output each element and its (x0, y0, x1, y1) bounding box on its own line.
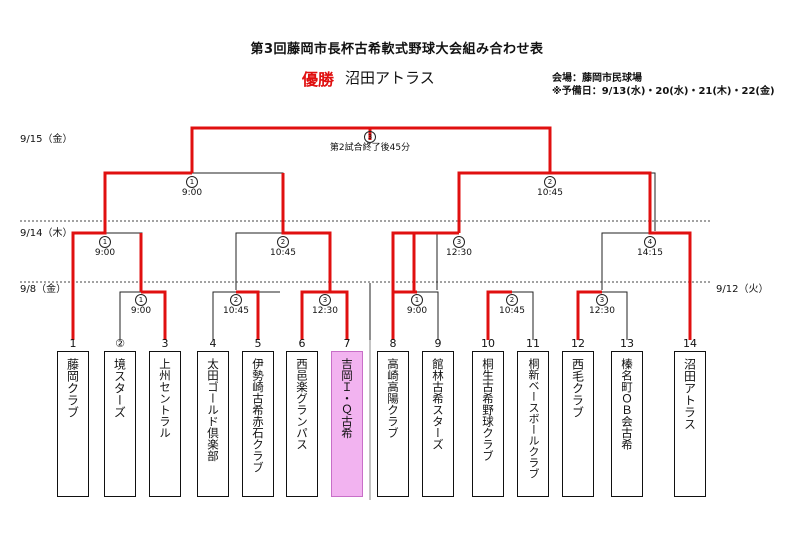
team-number: ② (115, 337, 125, 350)
team-box: 西毛クラブ (562, 351, 594, 497)
team-name: 桐新ベースボールクラブ (527, 358, 540, 479)
team-box: 榛名町ＯＢ会古希 (611, 351, 643, 497)
match-number: 3 (453, 236, 465, 248)
match-note: 第2試合終了後45分 (329, 143, 411, 153)
venue-line: 会場：藤岡市民球場 (552, 73, 642, 84)
match-time: 12:30 (589, 306, 615, 316)
match-semi-left: 1 9:00 (162, 176, 222, 199)
date-sep14: 9/14（木） (20, 228, 73, 239)
match-time: 10:45 (270, 248, 296, 258)
match-number: 2 (506, 294, 518, 306)
team-name: 上州セントラル (158, 358, 172, 439)
team-number: 4 (209, 337, 217, 350)
match-r1-1: 1 9:00 (111, 294, 171, 317)
match-number: 3 (319, 294, 331, 306)
match-time: 10:45 (537, 188, 563, 198)
match-qf-1: 1 9:00 (75, 236, 135, 259)
team-number: 1 (69, 337, 77, 350)
match-r1-4: 1 9:00 (387, 294, 447, 317)
team-box: 太田ゴールド倶楽部 (197, 351, 229, 497)
team-number: 7 (343, 337, 351, 350)
match-time: 14:15 (637, 248, 663, 258)
match-qf-3: 3 12:30 (429, 236, 489, 259)
team-name: 伊勢崎古希赤石クラブ (251, 358, 265, 473)
match-time: 9:00 (94, 248, 116, 258)
match-number: 2 (277, 236, 289, 248)
team-number: 3 (161, 337, 169, 350)
match-number: 2 (230, 294, 242, 306)
reserve-days-line: ※予備日：9/13(水)・20(水)・21(木)・22(金) (552, 86, 775, 97)
team-number: 9 (434, 337, 442, 350)
team-name: 西邑楽グランパス (295, 358, 309, 450)
team-name: 西毛クラブ (570, 358, 585, 418)
team-box: 館林古希スターズ (422, 351, 454, 497)
date-sep15: 9/15（金） (20, 134, 73, 145)
match-time: 9:00 (130, 306, 152, 316)
team-box-highlighted: 吉岡Ｉ・Ｑ古希 (331, 351, 363, 497)
team-name: 高崎高陽クラブ (386, 358, 400, 439)
match-time: 9:00 (406, 306, 428, 316)
team-number: 8 (389, 337, 397, 350)
team-number: 14 (683, 337, 697, 350)
team-number: 5 (254, 337, 262, 350)
match-qf-2: 2 10:45 (253, 236, 313, 259)
team-box: 西邑楽グランパス (286, 351, 318, 497)
winner-label: 優勝 (302, 70, 335, 89)
team-box: 上州セントラル (149, 351, 181, 497)
team-number: 10 (481, 337, 495, 350)
team-name: 境スターズ (112, 358, 127, 418)
match-r1-5: 2 10:45 (482, 294, 542, 317)
match-time: 10:45 (499, 306, 525, 316)
team-number: 13 (620, 337, 634, 350)
match-time: 12:30 (312, 306, 338, 316)
match-time: 12:30 (446, 248, 472, 258)
team-name: 太田ゴールド倶楽部 (206, 358, 220, 462)
team-box: 藤岡クラブ (57, 351, 89, 497)
team-box: 高崎高陽クラブ (377, 351, 409, 497)
page-title: 第3回藤岡市長杯古希軟式野球大会組み合わせ表 (250, 42, 544, 57)
match-number: 3 (596, 294, 608, 306)
team-box: 桐生古希野球クラブ (472, 351, 504, 497)
team-name: 吉岡Ｉ・Ｑ古希 (340, 358, 354, 439)
team-number: 6 (298, 337, 306, 350)
match-number: 1 (411, 294, 423, 306)
match-time: 9:00 (181, 188, 203, 198)
match-number: 4 (644, 236, 656, 248)
team-box: 桐新ベースボールクラブ (517, 351, 549, 497)
date-sep8: 9/8（金） (20, 284, 67, 295)
match-number: 3 (364, 131, 376, 143)
match-r1-6: 3 12:30 (572, 294, 632, 317)
team-number: 12 (571, 337, 585, 350)
date-sep12: 9/12（火） (716, 284, 769, 295)
winner-name: 沼田アトラス (345, 69, 435, 87)
team-name: 沼田アトラス (682, 358, 697, 430)
team-box: 伊勢崎古希赤石クラブ (242, 351, 274, 497)
match-semi-right: 2 10:45 (520, 176, 580, 199)
match-time: 10:45 (223, 306, 249, 316)
team-number: 11 (526, 337, 540, 350)
venue-info: 会場：藤岡市民球場 ※予備日：9/13(水)・20(水)・21(木)・22(金) (552, 72, 775, 98)
team-name: 館林古希スターズ (431, 358, 445, 450)
match-number: 1 (99, 236, 111, 248)
match-number: 1 (135, 294, 147, 306)
team-box: 沼田アトラス (674, 351, 706, 497)
match-number: 1 (186, 176, 198, 188)
team-name: 榛名町ＯＢ会古希 (620, 358, 634, 450)
team-box: 境スターズ (104, 351, 136, 497)
match-r1-2: 2 10:45 (206, 294, 266, 317)
match-qf-4: 4 14:15 (620, 236, 680, 259)
team-name: 桐生古希野球クラブ (481, 358, 495, 462)
team-name: 藤岡クラブ (65, 358, 80, 418)
match-r1-3: 3 12:30 (295, 294, 355, 317)
match-final: 3 第2試合終了後45分 (300, 131, 440, 154)
match-number: 2 (544, 176, 556, 188)
